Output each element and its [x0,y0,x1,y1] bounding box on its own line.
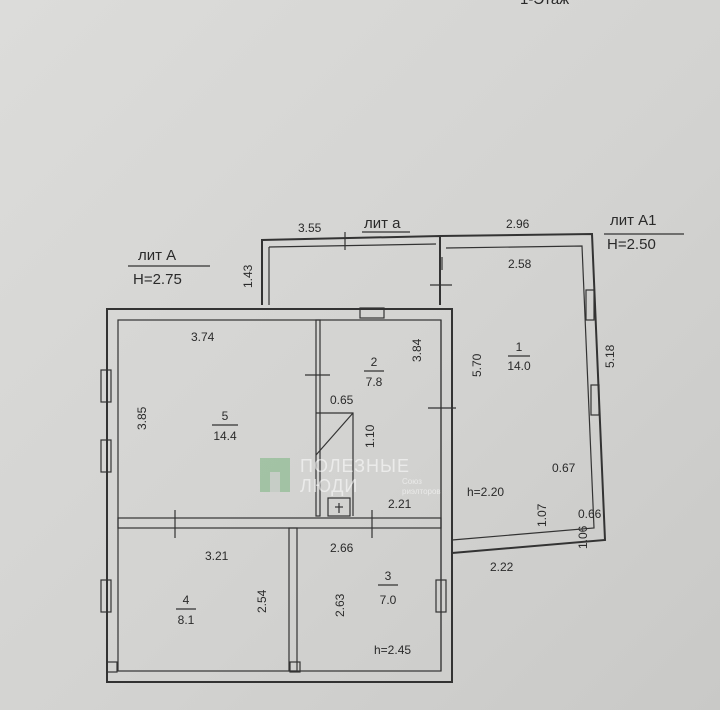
lit-A1-label: лит А1 [610,212,657,229]
dim-0-67: 0.67 [552,461,576,475]
porch-inner-top [268,243,437,248]
watermark-small2: риэлторов [402,487,441,496]
dim-1-07: 1.07 [535,503,549,527]
dim-5-18: 5.18 [603,344,617,368]
watermark-line1: ПОЛЕЗНЫЕ [300,456,410,476]
corner-notch [106,661,118,673]
dim-3-21: 3.21 [205,549,229,563]
dim-0-65: 0.65 [330,393,354,407]
stove-diagonal [315,412,354,456]
header-fragment: 1-Этаж [520,0,569,8]
room-5-area: 14.4 [213,429,237,443]
dim-2-54: 2.54 [255,589,269,613]
room-2-number: 2 [371,355,378,369]
stove-box [327,497,351,517]
H-A1-label: Н=2.50 [607,236,656,253]
room-4-number: 4 [183,593,190,607]
dim-2-21: 2.21 [388,497,412,511]
H-A-label: Н=2.75 [133,271,182,288]
porch-wall [261,234,441,305]
window [100,579,112,613]
dim-0-66: 0.66 [578,507,602,521]
watermark-logo-icon [270,472,280,492]
dim-2-58: 2.58 [508,257,532,271]
room-1-area: 14.0 [507,359,531,373]
window [435,579,447,613]
watermark-small1: Союз [402,477,422,486]
dim-5-70: 5.70 [470,353,484,377]
room-2-area: 7.8 [366,375,383,389]
dim-3-84: 3.84 [410,338,424,362]
window [585,289,595,321]
height-2-45: h=2.45 [374,643,411,657]
dim-2-96: 2.96 [506,217,530,231]
dim-1-43: 1.43 [241,264,255,288]
dim-2-63: 2.63 [333,593,347,617]
room-3-area: 7.0 [380,593,397,607]
corner-notch [289,661,301,673]
main-outer-wall [106,308,453,683]
watermark: ПОЛЕЗНЫЕ ЛЮДИ Союз риэлторов [260,456,441,496]
dim-1-10: 1.10 [363,424,377,448]
partition [288,527,298,672]
window [100,369,112,403]
window [100,439,112,473]
dim-3-55: 3.55 [298,221,322,235]
height-2-20: h=2.20 [467,485,504,499]
room-1-number: 1 [516,340,523,354]
main-inner-wall [117,319,442,672]
room-5-number: 5 [222,409,229,423]
partition [315,319,321,517]
dim-3-85: 3.85 [135,406,149,430]
dim-1-06: 1.06 [576,525,590,549]
ext-outer-wall [439,232,607,554]
lit-A-label: лит А [138,247,176,264]
ext-inner-wall [445,245,595,541]
room-4-area: 8.1 [178,613,195,627]
watermark-line2: ЛЮДИ [300,476,358,496]
dim-2-22: 2.22 [490,560,514,574]
window [359,307,385,319]
partition-horizontal [117,517,442,529]
dim-3-74: 3.74 [191,330,215,344]
dim-2-66: 2.66 [330,541,354,555]
room-3-number: 3 [385,569,392,583]
lit-a-label: лит а [364,215,401,232]
window [590,384,600,416]
